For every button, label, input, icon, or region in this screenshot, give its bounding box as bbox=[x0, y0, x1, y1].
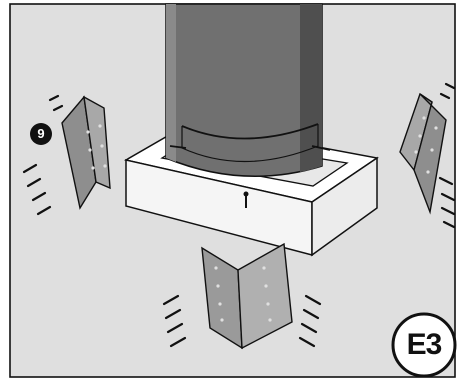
bracket-left-hole bbox=[86, 130, 89, 133]
bracket-right-hole bbox=[422, 116, 425, 119]
post-highlight bbox=[166, 4, 176, 162]
bracket-front-hole bbox=[218, 302, 221, 305]
bracket-left-hole bbox=[98, 124, 101, 127]
bracket-right-hole bbox=[418, 134, 421, 137]
post-cylinder bbox=[166, 4, 322, 176]
bracket-left-hole bbox=[91, 166, 94, 169]
bracket-front-hole bbox=[262, 266, 265, 269]
bracket-right-hole bbox=[426, 170, 429, 173]
bracket-left-hole bbox=[88, 148, 91, 151]
collar-screw-front-head bbox=[244, 192, 249, 197]
bracket-front-hole bbox=[266, 302, 269, 305]
bracket-front-hole bbox=[264, 284, 267, 287]
figure-label: E3 bbox=[391, 313, 457, 377]
step-number: 9 bbox=[30, 123, 52, 145]
bracket-front-hole bbox=[216, 284, 219, 287]
bracket-front-hole bbox=[220, 318, 223, 321]
bracket-right-hole bbox=[430, 148, 433, 151]
bracket-front-hole bbox=[268, 318, 271, 321]
bracket-left-hole bbox=[100, 144, 103, 147]
bracket-left-hole bbox=[103, 164, 106, 167]
bracket-right-hole bbox=[434, 126, 437, 129]
bracket-front-hole bbox=[214, 266, 217, 269]
bracket-right-hole bbox=[414, 150, 417, 153]
